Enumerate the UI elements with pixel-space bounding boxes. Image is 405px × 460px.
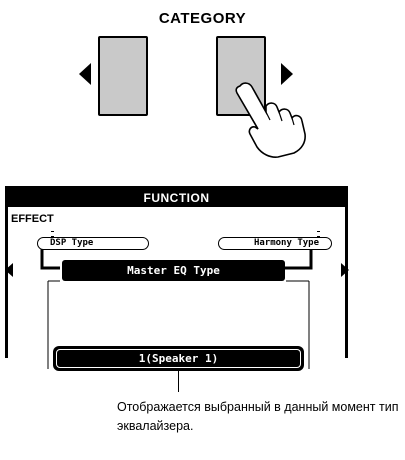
master-eq-type-title: Master EQ Type [62, 260, 285, 281]
current-value-text: 1(Speaker 1) [138, 352, 219, 365]
category-next-arrow [281, 63, 293, 85]
dsp-type-tab: DSP Type [37, 237, 149, 250]
value-frame [56, 349, 301, 368]
lcd-left-arrow [5, 263, 13, 277]
category-previous-button[interactable] [98, 36, 148, 116]
callout-text: Отображается выбранный в данный момент т… [117, 400, 399, 433]
dsp-indicator [51, 231, 54, 237]
display-connector-lines [40, 249, 313, 369]
callout-line [178, 370, 179, 392]
category-previous-arrow [79, 63, 91, 85]
effect-label: EFFECT [11, 213, 54, 225]
harmony-type-tab: Harmony Type [218, 237, 332, 250]
current-value-display: 1(Speaker 1) [53, 346, 304, 371]
function-header: FUNCTION [8, 189, 345, 207]
lcd-right-arrow [341, 263, 349, 277]
pressing-hand-icon [235, 82, 306, 158]
category-next-button[interactable] [216, 36, 266, 116]
category-title: CATEGORY [158, 10, 247, 27]
harmony-indicator [317, 231, 320, 237]
lcd-display: FUNCTION EFFECT DSP Type Harmony Type Ma… [5, 186, 349, 371]
